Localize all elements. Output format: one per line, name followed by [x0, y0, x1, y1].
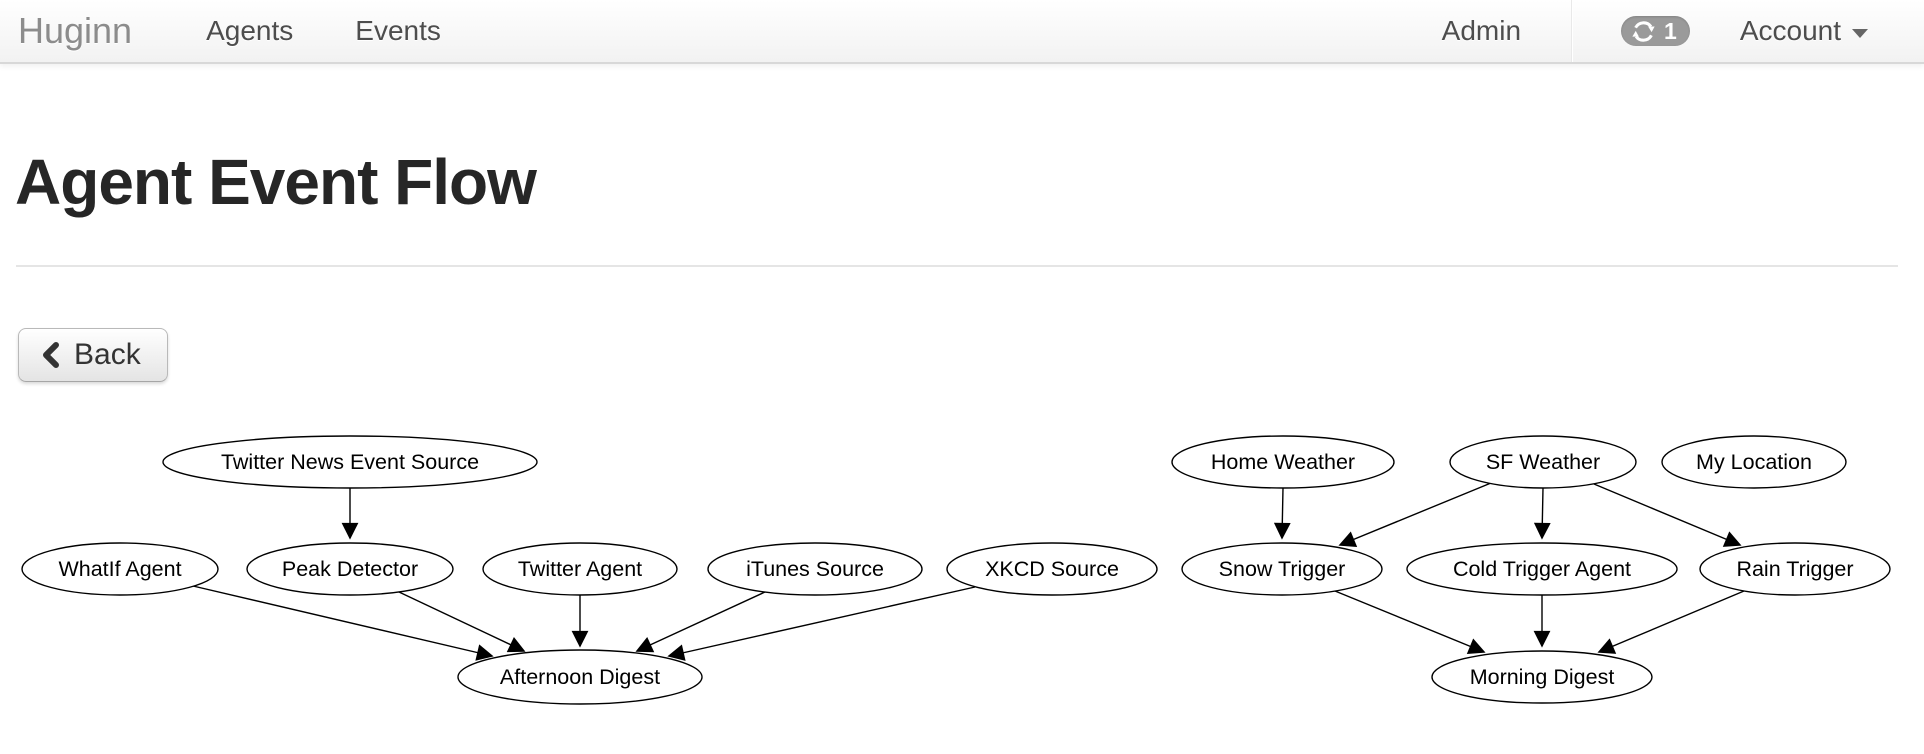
graph-edge-whatif-to-afternoon-digest — [192, 585, 494, 661]
node-label: Afternoon Digest — [500, 665, 660, 689]
graph-node-cold-trigger-agent: Cold Trigger Agent — [1406, 542, 1678, 596]
node-ellipse — [162, 435, 538, 489]
graph-edge-rain-trigger-to-morning-digest — [1597, 590, 1745, 654]
node-ellipse — [482, 542, 678, 596]
node-label: WhatIf Agent — [58, 557, 181, 581]
worker-count: 1 — [1664, 17, 1677, 44]
node-label: Twitter News Event Source — [221, 450, 479, 474]
node-label: Rain Trigger — [1736, 557, 1853, 581]
page-title: Agent Event Flow — [15, 146, 537, 218]
graph-edge-peak-detector-to-afternoon-digest — [398, 591, 526, 653]
graph-edge-sf-weather-to-rain-trigger — [1593, 483, 1742, 547]
brand-link[interactable]: Huginn — [18, 10, 133, 51]
agent-event-flow-diagram: Twitter News Event Source Home Weather S… — [21, 435, 1891, 705]
graph-edge-snow-trigger-to-morning-digest — [1334, 590, 1486, 655]
node-label: iTunes Source — [746, 557, 884, 581]
node-label: Cold Trigger Agent — [1453, 557, 1631, 581]
graph-edge-xkcd-to-afternoon-digest — [667, 586, 976, 661]
back-button-label: Back — [74, 338, 141, 371]
graph-edge-sf-weather-to-snow-trigger — [1338, 482, 1492, 548]
node-label: Home Weather — [1211, 450, 1355, 474]
node-label: Peak Detector — [282, 557, 418, 581]
node-ellipse — [707, 542, 923, 596]
graph-node-rain-trigger: Rain Trigger — [1699, 542, 1891, 596]
node-ellipse — [1449, 435, 1637, 489]
graph-node-snow-trigger: Snow Trigger — [1181, 542, 1383, 596]
node-label: XKCD Source — [985, 557, 1119, 581]
node-ellipse — [246, 542, 454, 596]
node-ellipse — [1431, 650, 1653, 704]
graph-node-morning-digest: Morning Digest — [1431, 650, 1653, 704]
graph-node-peak-detector: Peak Detector — [246, 542, 454, 596]
node-label: Twitter Agent — [518, 557, 642, 581]
graph-edge-itunes-to-afternoon-digest — [635, 591, 766, 653]
graph-edge-sf-weather-to-cold-trigger-agent — [1533, 487, 1551, 540]
graph-node-my-location: My Location — [1661, 435, 1847, 489]
graph-node-xkcd-source: XKCD Source — [946, 542, 1158, 596]
nav-item-events[interactable]: Events — [355, 15, 441, 46]
graph-node-afternoon-digest: Afternoon Digest — [457, 649, 703, 705]
nav-item-admin[interactable]: Admin — [1441, 15, 1522, 46]
account-menu[interactable]: Account — [1740, 15, 1868, 47]
account-label: Account — [1739, 15, 1841, 46]
back-button[interactable]: Back — [18, 328, 168, 382]
node-ellipse — [21, 542, 219, 596]
graph-node-itunes-source: iTunes Source — [707, 542, 923, 596]
node-label: Snow Trigger — [1219, 557, 1346, 581]
caret-down-icon — [1852, 28, 1868, 38]
heading-divider — [16, 265, 1898, 267]
worker-status-badge[interactable]: 1 — [1621, 16, 1690, 46]
nav-item-agents[interactable]: Agents — [206, 15, 294, 46]
refresh-icon — [1632, 20, 1655, 42]
graph-node-twitter-agent: Twitter Agent — [482, 542, 678, 596]
node-ellipse — [946, 542, 1158, 596]
node-ellipse — [1171, 435, 1395, 489]
node-label: Morning Digest — [1470, 665, 1615, 689]
node-ellipse — [457, 649, 703, 705]
node-label: SF Weather — [1486, 450, 1600, 474]
node-ellipse — [1406, 542, 1678, 596]
graph-node-whatif-agent: WhatIf Agent — [21, 542, 219, 596]
graph-edge-home-weather-to-snow-trigger — [1273, 487, 1291, 540]
node-ellipse — [1181, 542, 1383, 596]
node-label: My Location — [1696, 450, 1812, 474]
node-ellipse — [1699, 542, 1891, 596]
graph-node-twitter-news-event-source: Twitter News Event Source — [162, 435, 538, 489]
chevron-left-icon — [43, 342, 59, 368]
graph-node-home-weather: Home Weather — [1171, 435, 1395, 489]
navbar: Huginn Agents Events Admin 1 Account — [0, 0, 1924, 64]
navbar-divider — [1571, 0, 1574, 62]
navbar-right: Admin 1 Account — [1442, 0, 1924, 62]
node-ellipse — [1661, 435, 1847, 489]
graph-node-sf-weather: SF Weather — [1449, 435, 1637, 489]
